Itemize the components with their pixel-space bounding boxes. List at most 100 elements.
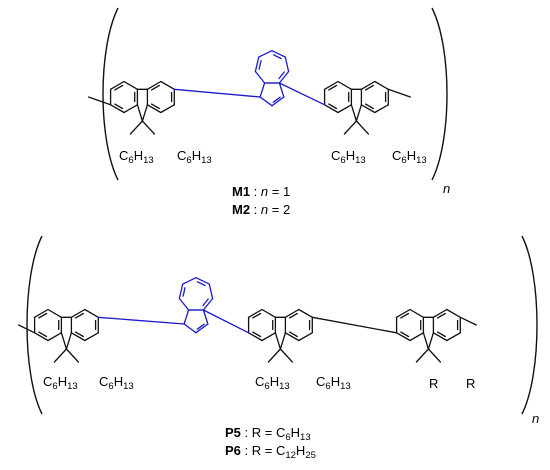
- top-azulene-seven-ring-double-bond: [272, 54, 282, 60]
- bottom-fluorene-1-c9-bond: [60, 332, 68, 350]
- bottom-fluorene-3-substituent-bond: [427, 348, 442, 363]
- top-fluorene-right-right-ring-bond: [374, 104, 389, 114]
- bottom-hexyl-label-4: C6H13: [316, 374, 351, 392]
- bottom-fluorene-3-right-ring-double-bond: [436, 331, 446, 338]
- top-azulene-five-ring-bond: [271, 96, 285, 107]
- top-fluorene-left-left-ring-bond: [109, 104, 125, 114]
- top-hexyl-label-1: C6H13: [119, 148, 154, 166]
- top-chain-end-right: [387, 88, 411, 98]
- top-fluorene-right-right-ring-double-bond: [364, 103, 374, 110]
- bottom-azulene-five-ring-bond: [202, 309, 209, 325]
- top-hexyl-label-2: C6H13: [177, 148, 212, 166]
- top-hexyl-label-4: C6H13: [392, 148, 427, 166]
- top-fluorene-left-right-ring-double-bond: [150, 84, 160, 91]
- bottom-fluorene-3-substituent-bond: [415, 348, 430, 363]
- bottom-aryl-azulene-bond: [97, 316, 185, 325]
- bottom-repeat-index: n: [532, 411, 539, 426]
- top-fluorene-right-left-ring-double-bond: [328, 84, 338, 91]
- bond-layer: [17, 7, 538, 415]
- bottom-azulene-seven-ring-bond: [178, 283, 184, 300]
- bottom-azulene-seven-ring-bond: [208, 283, 214, 300]
- bottom-fluorene-2-substituent-bond: [279, 348, 294, 363]
- bottom-hexyl-label-2: C6H13: [99, 374, 134, 392]
- bottom-fluorene-1-left-ring-bond: [33, 308, 49, 318]
- top-fluorene-right-right-ring-bond: [374, 80, 389, 90]
- top-fluorene-left-right-ring-bond: [146, 104, 162, 114]
- bottom-fluorene-2-right-ring-double-bond: [288, 312, 298, 319]
- bottom-fluorene-2-left-ring-bond: [247, 308, 263, 318]
- top-azulene-seven-ring-bond: [258, 50, 273, 58]
- bottom-fluorene-1-right-ring-bond: [70, 308, 86, 318]
- bottom-fluorene-1-substituent-bond: [65, 348, 80, 363]
- top-substituent-labels: C6H13 C6H13 C6H13 C6H13: [119, 148, 427, 166]
- bottom-fluorene-2-substituent-bond: [267, 348, 282, 363]
- bottom-fluorene-1-left-ring-bond: [47, 308, 63, 318]
- top-chain-end-left: [87, 96, 112, 106]
- bottom-fluorene-3-right-ring-double-bond: [436, 312, 446, 319]
- bottom-fluorene-fluorene-bond: [311, 316, 398, 334]
- bottom-right-parenthesis: [521, 235, 538, 415]
- bottom-azulene-seven-ring-bond: [195, 277, 210, 285]
- bottom-fluorene-3-left-ring-bond: [409, 332, 425, 342]
- top-fluorene-left-right-ring-bond: [160, 80, 175, 90]
- top-azulene-five-ring-bond: [278, 82, 285, 98]
- top-fluorene-right-left-ring-bond: [337, 104, 353, 114]
- top-repeat-index: n: [443, 181, 450, 196]
- bottom-fluorene-3-left-ring-double-bond: [400, 312, 410, 319]
- top-fluorene-right-right-ring-double-bond: [364, 84, 374, 91]
- bottom-fluorene-1-right-ring-double-bond: [74, 331, 84, 338]
- bottom-fluorene-3-left-ring-bond: [395, 332, 411, 342]
- top-fluorene-right-left-ring-double-bond: [328, 103, 338, 110]
- bottom-fluorene-1-c9-bond: [65, 332, 73, 350]
- bottom-azulene-five-ring-bond: [183, 309, 190, 325]
- top-azulene-seven-ring-bond: [271, 50, 286, 58]
- bottom-fluorene-2-left-ring-bond: [247, 332, 263, 342]
- top-azulene-five-ring-bond: [259, 96, 273, 107]
- bottom-fluorene-2-left-ring-double-bond: [252, 331, 262, 338]
- bottom-fluorene-3-right-ring-bond: [446, 332, 461, 342]
- top-fluorene-right-right-ring-bond: [360, 80, 376, 90]
- top-fluorene-left-right-ring-bond: [146, 80, 162, 90]
- bottom-fluorene-3-right-ring-bond: [446, 308, 461, 318]
- caption-p5: P5 : R = C6H13: [225, 425, 311, 443]
- bottom-azulene-five-ring-bond: [183, 323, 197, 334]
- top-fluorene-right-substituent-bond: [343, 120, 358, 135]
- bottom-fluorene-3-left-ring-bond: [395, 308, 411, 318]
- bottom-fluorene-3-c9-bond: [422, 332, 430, 350]
- bottom-fluorene-2-right-ring-bond: [284, 308, 300, 318]
- bottom-fluorene-3-left-ring-double-bond: [400, 331, 410, 338]
- bottom-azulene-five-ring-double-bond: [196, 323, 205, 330]
- bottom-fluorene-2-left-ring-double-bond: [252, 312, 262, 319]
- bottom-azulene-aryl-bond: [202, 309, 250, 334]
- top-aryl-azulene-bond: [173, 88, 261, 98]
- bottom-substituent-labels: C6H13 C6H13 C6H13 C6H13: [43, 374, 351, 392]
- caption-m2: M2 : n = 2: [232, 202, 290, 217]
- top-azulene-five-ring-double-bond: [272, 96, 281, 103]
- bottom-fluorene-1-left-ring-double-bond: [38, 312, 48, 319]
- top-fluorene-right-c9-bond: [350, 104, 358, 122]
- top-fluorene-left-left-ring-bond: [123, 104, 139, 114]
- bottom-fluorene-2-right-ring-bond: [298, 332, 313, 342]
- bottom-fluorene-2-left-ring-bond: [261, 332, 277, 342]
- top-fluorene-right-left-ring-bond: [323, 104, 339, 114]
- bottom-fluorene-3-right-ring-bond: [432, 308, 448, 318]
- bottom-azulene-seven-ring-double-bond: [196, 281, 206, 287]
- caption-p6: P6 : R = C12H25: [225, 443, 316, 461]
- top-azulene-seven-ring-bond: [278, 70, 290, 84]
- bottom-fluorene-1-substituent-bond: [53, 348, 68, 363]
- top-fluorene-right-c9-bond: [355, 104, 363, 122]
- top-hexyl-label-3: C6H13: [331, 148, 366, 166]
- bottom-fluorene-2-right-ring-bond: [298, 308, 313, 318]
- bottom-hexyl-label-3: C6H13: [255, 374, 290, 392]
- bottom-fluorene-1-left-ring-bond: [33, 332, 49, 342]
- bottom-r-label-2: R: [466, 376, 475, 391]
- bottom-fluorene-2-right-ring-double-bond: [288, 331, 298, 338]
- top-fluorene-left-right-ring-bond: [160, 104, 175, 114]
- bottom-azulene-seven-ring-bond: [178, 297, 190, 311]
- bottom-left-parenthesis: [26, 235, 43, 415]
- top-fluorene-left-substituent-bond: [141, 120, 156, 135]
- top-azulene-aryl-bond: [278, 82, 326, 106]
- bottom-fluorene-2-c9-bond: [274, 332, 282, 350]
